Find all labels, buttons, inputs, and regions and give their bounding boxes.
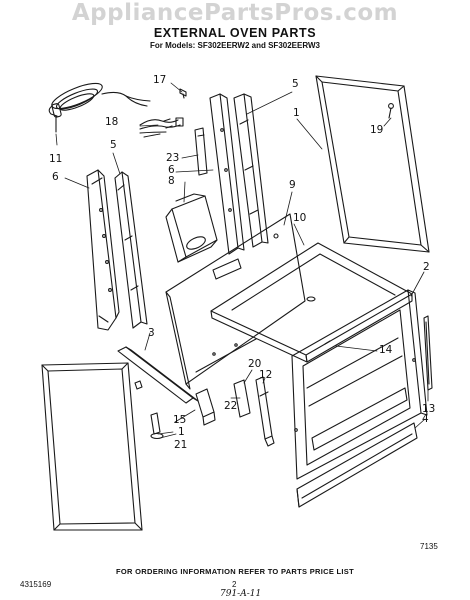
screw-19 <box>389 104 394 118</box>
front-frame <box>292 290 427 479</box>
vent-duct <box>166 194 217 262</box>
power-cord <box>49 78 150 132</box>
callout-5-right: 5 <box>292 78 299 90</box>
leveling-leg-21 <box>151 413 163 439</box>
callout-1-bottom: 1 <box>178 426 185 438</box>
callout-20: 20 <box>248 358 262 370</box>
plug-15 <box>135 381 142 389</box>
screw-17 <box>180 89 186 98</box>
callout-8: 8 <box>168 175 175 187</box>
handwritten-date: 791-A-11 <box>220 589 262 599</box>
callout-13: 13 <box>422 403 436 415</box>
ordering-note: FOR ORDERING INFORMATION REFER TO PARTS … <box>116 567 354 576</box>
trim-strip <box>424 316 432 390</box>
callout-15: 15 <box>173 414 187 426</box>
callout-21: 21 <box>174 439 188 451</box>
callout-12: 12 <box>259 369 273 381</box>
bottom-support <box>118 347 198 403</box>
document-number: 4315169 <box>20 580 52 589</box>
callout-23: 23 <box>166 152 180 164</box>
callout-9: 9 <box>289 179 296 191</box>
channel-right <box>234 94 268 247</box>
channel-left <box>115 172 147 328</box>
callout-14: 14 <box>379 344 393 356</box>
models-subtitle: For Models: SF302EERW2 and SF302EERW3 <box>150 41 320 50</box>
gasket-frame-top <box>316 76 429 252</box>
callout-11: 11 <box>49 153 63 165</box>
wire-harness <box>140 118 183 137</box>
switch-bracket <box>234 377 274 446</box>
callout-17: 17 <box>153 74 167 86</box>
rear-panel <box>166 214 305 389</box>
watermark: AppliancePartsPros.com <box>71 0 399 26</box>
leader-lines <box>56 83 428 438</box>
kick-plate <box>297 423 417 507</box>
drawing-code: 7135 <box>420 542 438 551</box>
callout-6-left: 6 <box>52 171 59 183</box>
gasket-frame-bottom <box>42 363 142 530</box>
callout-6-center: 6 <box>168 164 175 176</box>
leg-15 <box>196 389 215 425</box>
side-panel-left <box>87 170 119 330</box>
callout-18: 18 <box>105 116 119 128</box>
page-number: 2 <box>232 580 237 589</box>
bracket-23 <box>195 128 207 175</box>
callout-5-left: 5 <box>110 139 117 151</box>
callout-22: 22 <box>224 400 238 412</box>
callout-4: 4 <box>422 413 429 425</box>
diagram-title: EXTERNAL OVEN PARTS <box>153 26 317 40</box>
callout-19: 19 <box>370 124 384 136</box>
inner-frame-14 <box>325 341 330 344</box>
callout-3: 3 <box>148 327 155 339</box>
callout-10: 10 <box>293 212 307 224</box>
side-panel-center <box>210 94 244 254</box>
callout-2: 2 <box>423 261 430 273</box>
callout-1-top: 1 <box>293 107 300 119</box>
